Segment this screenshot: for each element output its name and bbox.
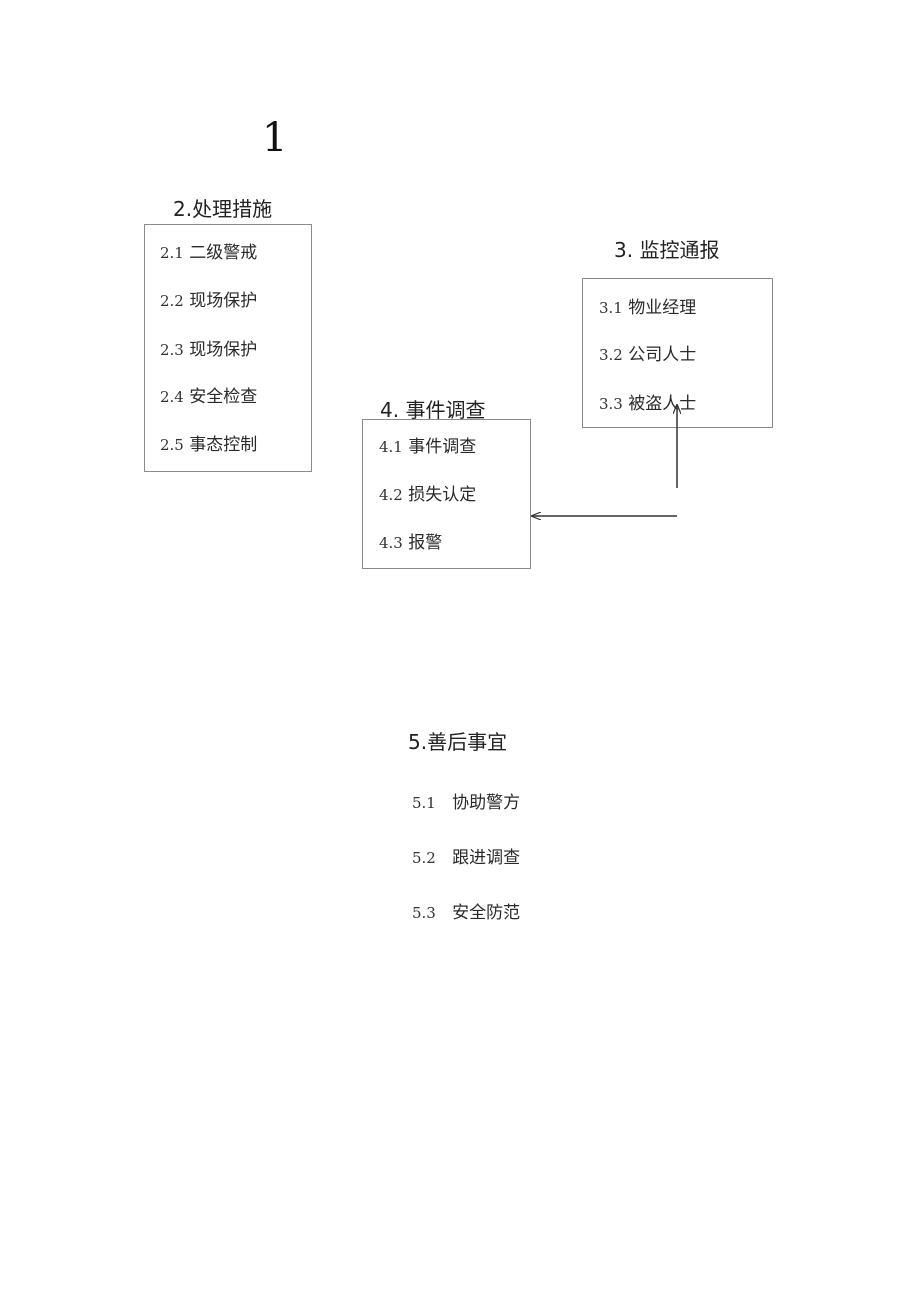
item-label: 现场保护 xyxy=(189,291,258,311)
item-label: 安全检查 xyxy=(189,387,258,407)
section-3-item: 3.3 被盗人士 xyxy=(599,396,696,413)
item-label: 事件调查 xyxy=(408,437,477,457)
section-5-item: 5.1 协助警方 xyxy=(412,795,520,812)
section-3-item: 3.2 公司人士 xyxy=(599,347,696,364)
item-label: 公司人士 xyxy=(628,345,697,365)
item-number: 2.5 xyxy=(160,436,184,454)
item-label: 二级警戒 xyxy=(189,243,258,263)
item-number: 3.1 xyxy=(599,299,623,317)
item-label: 协助警方 xyxy=(452,793,521,813)
item-label: 损失认定 xyxy=(408,485,477,505)
item-label: 跟进调查 xyxy=(452,848,521,868)
item-label: 事态控制 xyxy=(189,435,258,455)
section-4-box: 4.1 事件调查 4.2 损失认定 4.3 报警 xyxy=(362,419,531,569)
section-4-item: 4.1 事件调查 xyxy=(379,439,476,456)
item-number: 5.2 xyxy=(412,849,436,867)
item-label: 安全防范 xyxy=(452,903,521,923)
item-number: 5.1 xyxy=(412,794,436,812)
section-5-item: 5.2 跟进调查 xyxy=(412,850,520,867)
section-2-box: 2.1 二级警戒 2.2 现场保护 2.3 现场保护 2.4 安全检查 2.5 … xyxy=(144,224,312,472)
item-number: 2.3 xyxy=(160,341,184,359)
item-number: 4.2 xyxy=(379,486,403,504)
section-5-title: 5.善后事宜 xyxy=(408,730,508,754)
section-4-title: 4. 事件调查 xyxy=(380,398,486,422)
section-2-title: 2.处理措施 xyxy=(173,197,273,221)
section-3-title: 3. 监控通报 xyxy=(614,238,720,262)
section-2-item: 2.3 现场保护 xyxy=(160,342,257,359)
item-label: 被盗人士 xyxy=(628,394,697,414)
item-number: 3.3 xyxy=(599,395,623,413)
page-number: 1 xyxy=(262,115,288,161)
section-5-item: 5.3 安全防范 xyxy=(412,905,520,922)
section-2-item: 2.1 二级警戒 xyxy=(160,245,257,262)
section-3-item: 3.1 物业经理 xyxy=(599,300,696,317)
section-4-item: 4.3 报警 xyxy=(379,535,442,552)
item-label: 报警 xyxy=(408,533,443,553)
item-label: 现场保护 xyxy=(189,340,258,360)
item-number: 4.3 xyxy=(379,534,403,552)
item-number: 2.1 xyxy=(160,244,184,262)
section-2-item: 2.5 事态控制 xyxy=(160,437,257,454)
item-number: 3.2 xyxy=(599,346,623,364)
item-number: 2.4 xyxy=(160,388,184,406)
section-4-item: 4.2 损失认定 xyxy=(379,487,476,504)
item-number: 5.3 xyxy=(412,904,436,922)
section-2-item: 2.4 安全检查 xyxy=(160,389,257,406)
item-label: 物业经理 xyxy=(628,298,697,318)
item-number: 2.2 xyxy=(160,292,184,310)
section-3-box: 3.1 物业经理 3.2 公司人士 3.3 被盗人士 xyxy=(582,278,773,428)
item-number: 4.1 xyxy=(379,438,403,456)
section-2-item: 2.2 现场保护 xyxy=(160,293,257,310)
